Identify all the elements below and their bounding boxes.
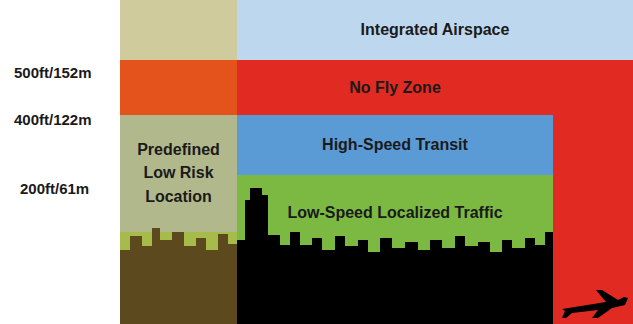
local-traffic-band-label: Low-Speed Localized Traffic [237, 185, 553, 241]
altitude-label: 500ft/152m [14, 64, 92, 81]
band-title: High-Speed Transit [322, 133, 468, 156]
low-risk-ground [120, 115, 237, 324]
transit-band-label: High-Speed Transit [237, 115, 553, 175]
band-title: Predefined Low Risk Location [124, 138, 233, 208]
city-silhouette [237, 188, 553, 324]
airplane-silhouette [562, 290, 628, 318]
no-fly-band [120, 60, 633, 115]
altitude-label: 400ft/122m [14, 111, 92, 128]
integrated-band [237, 0, 633, 60]
no-fly-band-label: No Fly Zone [237, 60, 553, 115]
low-risk-box: Predefined Low Risk Location [120, 116, 237, 230]
city-silhouette-left [120, 228, 237, 324]
airspace-band: Integrated Airspace [237, 0, 633, 60]
local-band [237, 175, 553, 324]
band-title: No Fly Zone [349, 76, 441, 99]
low-risk-box [120, 115, 237, 232]
low-risk-upper-band [120, 0, 237, 60]
no-fly-left-band [120, 60, 237, 115]
transit-band [237, 115, 553, 175]
altitude-label: 200ft/61m [20, 180, 89, 197]
band-title: Integrated Airspace [361, 18, 510, 41]
no-fly-strip [553, 115, 633, 324]
band-title: Low-Speed Localized Traffic [287, 201, 502, 224]
